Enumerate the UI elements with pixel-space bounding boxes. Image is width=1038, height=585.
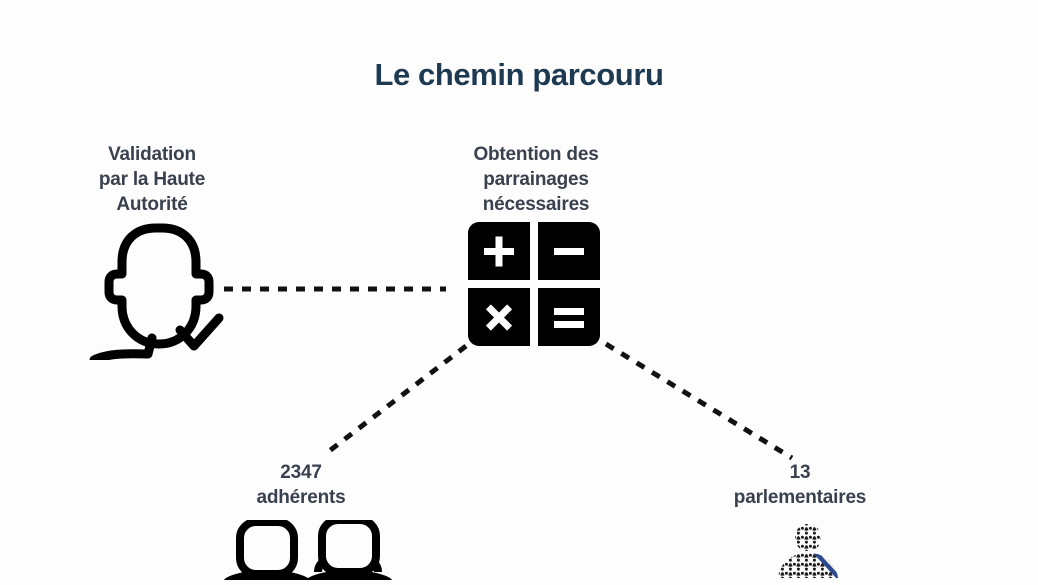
two-people-icon [218,516,394,580]
adherents-caption: adhérents [256,487,346,508]
connector-parrainages-to-parlementaires [604,341,794,461]
label-parrainages-line2: parrainages [483,169,589,190]
person-right [306,516,392,580]
label-validation-line1: Validation [108,144,196,165]
parliamentarian-sash-icon [772,522,844,578]
label-parrainages-line3: nécessaires [482,194,590,215]
label-parrainages: Obtention des parrainages nécessaires [428,142,644,217]
person-left [224,518,310,580]
label-validation: Validation par la Haute Autorité [46,142,258,217]
calculator-key-plus [468,222,530,280]
connector-parrainages-to-adherents [326,344,468,454]
label-validation-line2: par la Haute [98,169,206,190]
label-validation-line3: Autorité [116,194,188,215]
label-adherents: 2347 adhérents [196,460,406,510]
adherents-count: 2347 [280,462,322,483]
calculator-key-multiply [468,288,530,346]
calculator-key-equals [538,288,600,346]
label-parlementaires: 13 parlementaires [684,460,916,510]
parlementaires-caption: parlementaires [733,487,867,508]
label-parrainages-line1: Obtention des [473,144,599,165]
calculator-key-minus [538,222,600,280]
parlementaires-count: 13 [789,462,811,483]
calculator-icon [468,222,604,346]
page-title: Le chemin parcouru [374,57,664,92]
person-with-check-icon [76,218,240,365]
